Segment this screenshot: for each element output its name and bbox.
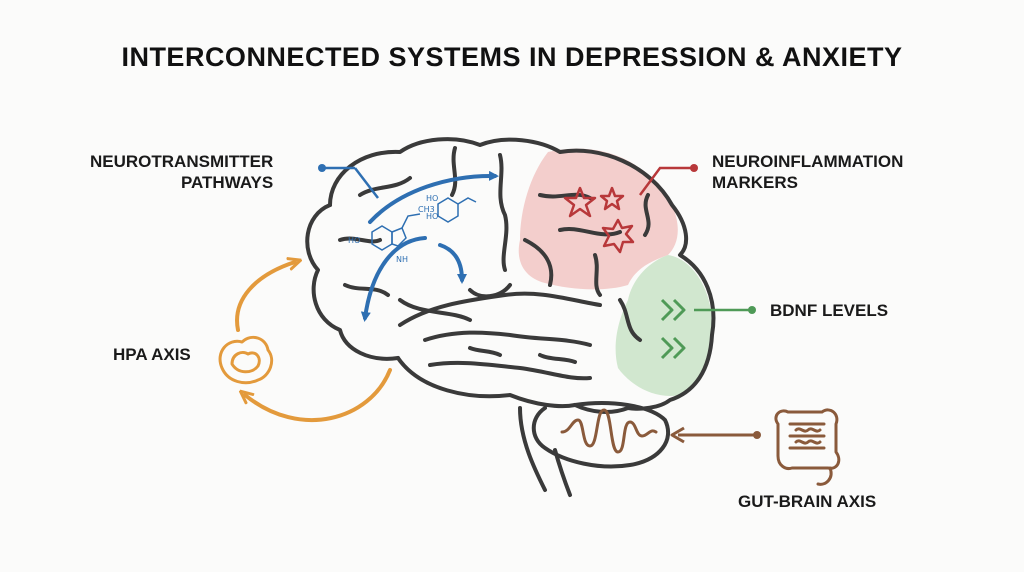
molecule-label-ch3: CH3	[418, 205, 435, 214]
molecule-icon	[371, 197, 477, 251]
diagram-title: INTERCONNECTED SYSTEMS IN DEPRESSION & A…	[121, 42, 903, 72]
neuroinflammation-leader-dot	[690, 164, 698, 172]
hypothalamus-icon	[218, 335, 274, 385]
intestine-icon	[774, 408, 841, 486]
neuroinflammation-label-line2: MARKERS	[712, 173, 798, 192]
molecule-label-ho-1: HO	[348, 236, 360, 245]
neuroinflammation-region	[518, 148, 678, 290]
hpa-axis-loop	[235, 262, 392, 423]
hpa-label: HPA AXIS	[113, 345, 191, 364]
gut-brain-label: GUT-BRAIN AXIS	[738, 492, 877, 511]
molecule-text: HO NH CH3 HO HO	[348, 194, 438, 264]
neuroinflammation-leader-line	[638, 166, 694, 196]
bdnf-label: BDNF LEVELS	[770, 301, 889, 320]
inflammation-star-icons	[563, 186, 635, 254]
gut-brain-leader-dot	[753, 431, 761, 439]
neurotransmitter-leader-dot	[318, 164, 326, 172]
neuroinflammation-label-line1: NEUROINFLAMMATION	[712, 152, 904, 171]
molecule-label-ho-2: HO	[426, 194, 438, 203]
bdnf-region	[615, 255, 713, 396]
brain-outline	[305, 137, 716, 497]
neuroinflammation-label: NEUROINFLAMMATION MARKERS	[712, 151, 903, 193]
bdnf-leader-dot	[748, 306, 756, 314]
brainwave-icon	[560, 408, 658, 454]
neurotransmitter-label-line1: NEUROTRANSMITTER	[90, 152, 274, 171]
bdnf-chevron-icons	[660, 298, 686, 360]
molecule-label-ho-3: HO	[426, 212, 438, 221]
neurotransmitter-arrows	[360, 170, 499, 322]
neurotransmitter-label-line2: PATHWAYS	[180, 173, 274, 192]
molecule-label-nh: NH	[396, 255, 408, 264]
neurotransmitter-label: NEUROTRANSMITTER PATHWAYS	[90, 151, 273, 193]
